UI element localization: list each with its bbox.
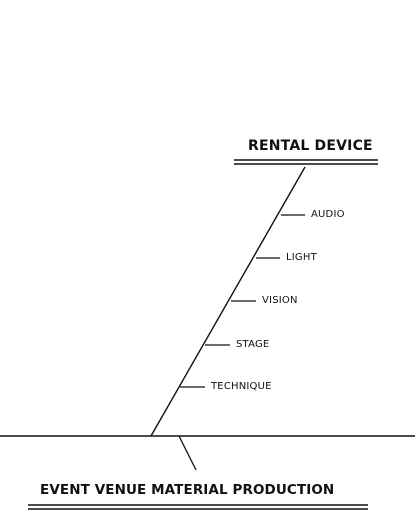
main-spine bbox=[150, 166, 306, 437]
branch-label-stage: STAGE bbox=[236, 339, 270, 350]
branch-label-vision: VISION bbox=[262, 295, 298, 306]
lower-stub bbox=[178, 435, 197, 471]
branch-label-light: LIGHT bbox=[286, 252, 317, 263]
title-rental-device: RENTAL DEVICE bbox=[248, 138, 373, 154]
branch-label-audio: AUDIO bbox=[311, 209, 345, 220]
branch-label-technique: TECHNIQUE bbox=[211, 381, 272, 392]
title-event-venue-material-production: EVENT VENUE MATERIAL PRODUCTION bbox=[40, 482, 335, 498]
